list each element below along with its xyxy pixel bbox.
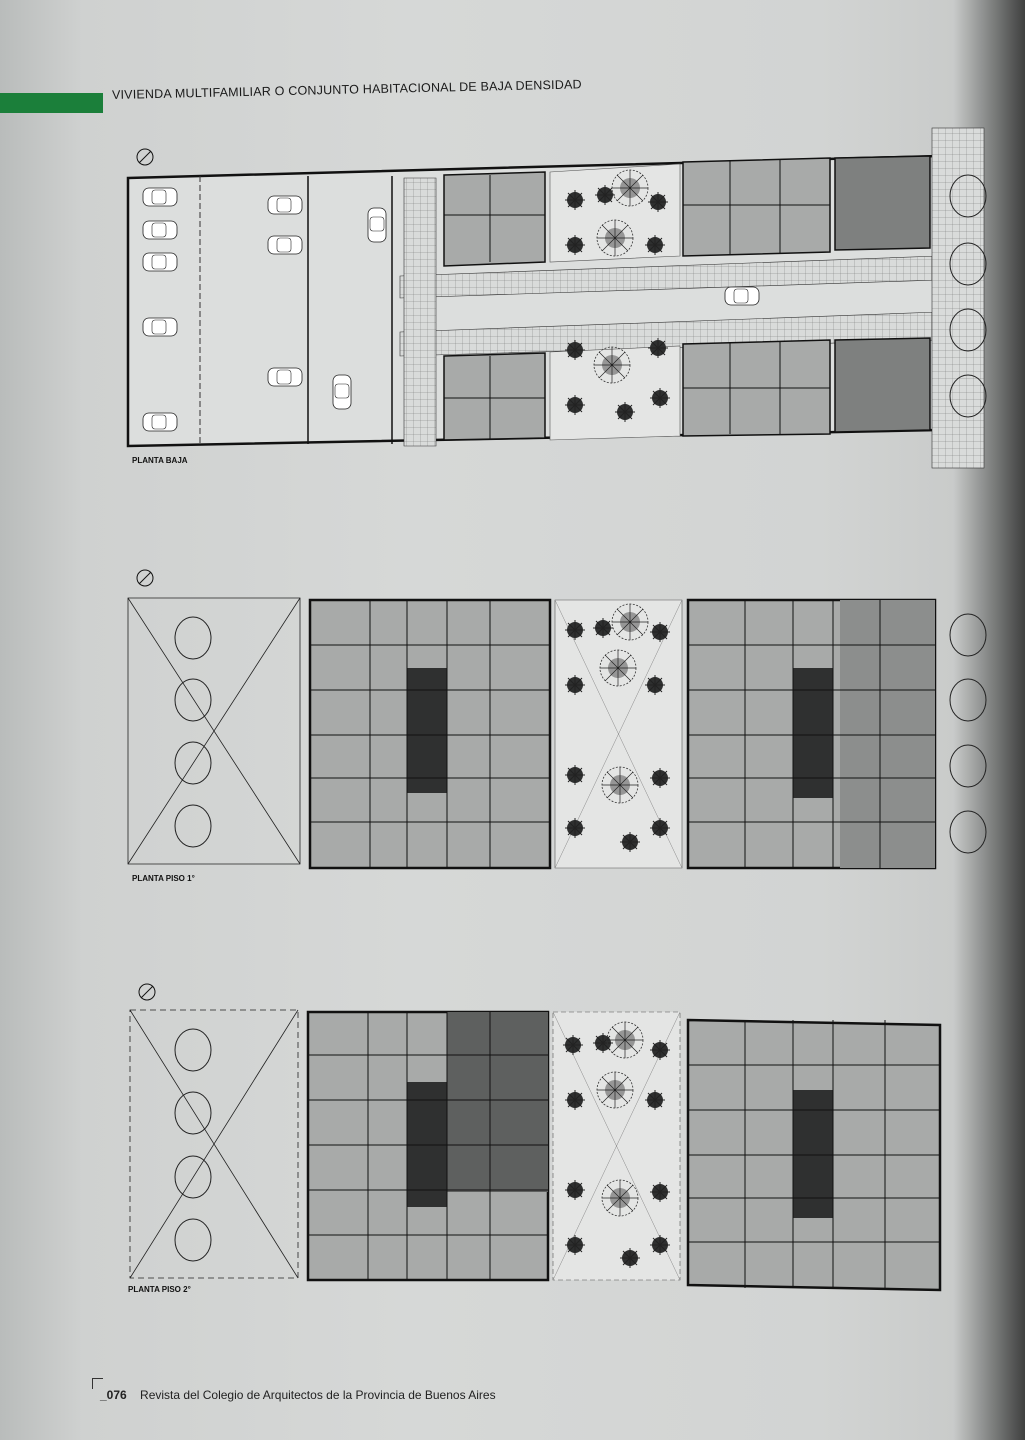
plan-planta-piso-2 xyxy=(129,983,942,1292)
north-arrow-icon xyxy=(138,983,156,1001)
north-arrow-icon xyxy=(136,148,154,166)
plan-planta-piso-1 xyxy=(127,569,987,870)
footer-corner-mark xyxy=(92,1378,103,1389)
header-accent-bar xyxy=(0,93,103,113)
north-arrow-icon xyxy=(136,569,154,587)
publication-name: Revista del Colegio de Arquitectos de la… xyxy=(140,1388,496,1402)
plan-label-planta-piso-1: PLANTA PISO 1° xyxy=(132,874,195,883)
plan-label-planta-piso-2: PLANTA PISO 2° xyxy=(128,1285,191,1294)
page-number: _076 xyxy=(100,1388,127,1402)
plan-planta-baja xyxy=(126,127,987,469)
plan-label-planta-baja: PLANTA BAJA xyxy=(132,456,188,465)
page-footer: _076 Revista del Colegio de Arquitectos … xyxy=(100,1388,496,1402)
